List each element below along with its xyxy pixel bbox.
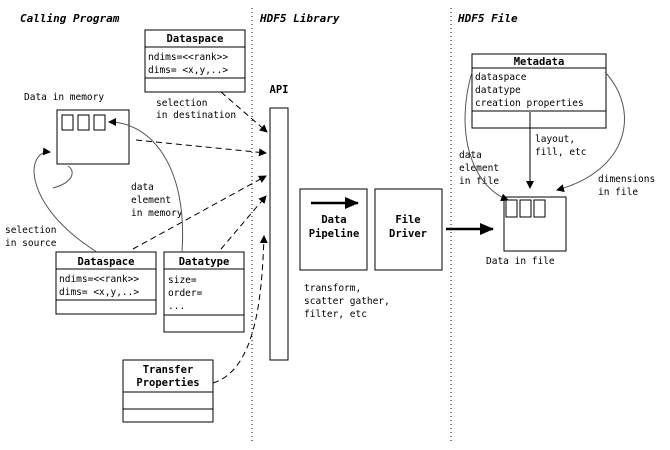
file-driver-label-2: Driver — [389, 228, 427, 240]
datatype-title: Datatype — [179, 256, 230, 268]
data-pipeline-box: Data Pipeline — [299, 188, 368, 271]
datatype-size: size= — [168, 275, 197, 286]
pipeline-note-2: scatter gather, — [304, 296, 390, 307]
data-pipeline-label-1: Data — [321, 214, 346, 226]
dimensions-in-file-label-2: in file — [598, 187, 638, 198]
metadata-box: Metadata dataspace datatype creation pro… — [471, 53, 607, 129]
src-dataspace-ndims: ndims=<<rank>> — [59, 274, 139, 285]
dimensions-in-file-label-1: dimensions — [598, 174, 655, 185]
file-element-2 — [519, 199, 532, 218]
layout-fill-label-2: fill, etc — [535, 147, 586, 158]
datatype-box: Datatype size= order= ... — [163, 251, 245, 333]
metadata-creation-properties: creation properties — [475, 98, 584, 109]
section-calling-program: Calling Program — [20, 12, 120, 25]
dest-dataspace-dims: dims= <x,y,..> — [148, 65, 228, 76]
memory-to-api-arrow — [135, 139, 267, 157]
dest-dataspace-title: Dataspace — [167, 33, 224, 45]
data-element-in-memory-label-3: in memory — [131, 208, 183, 219]
transfer-properties-title-2: Properties — [136, 377, 199, 389]
data-element-file-curve — [464, 71, 509, 202]
src-dataspace-title: Dataspace — [78, 256, 135, 268]
transfer-props-to-api-arrow — [212, 235, 268, 384]
metadata-title: Metadata — [514, 56, 565, 68]
data-element-in-memory-label-2: element — [131, 195, 171, 206]
dest-dataspace-to-api-arrow — [220, 91, 268, 133]
selection-in-source-label-2: in source — [5, 238, 57, 249]
data-pipeline-label-2: Pipeline — [309, 228, 360, 240]
dest-dataspace-box: Dataspace ndims=<<rank>> dims= <x,y,..> — [144, 29, 246, 93]
data-element-memory-curve — [108, 118, 184, 253]
datatype-ellipsis: ... — [168, 301, 185, 312]
datatype-to-api-arrow — [220, 195, 267, 250]
data-in-memory-label: Data in memory — [24, 92, 104, 103]
src-dataspace-dims: dims= <x,y,..> — [59, 287, 139, 298]
layout-fill-label-1: layout, — [535, 134, 575, 145]
data-element-in-file-label-2: element — [459, 163, 499, 174]
dimensions-file-curve — [556, 71, 625, 193]
src-dataspace-box: Dataspace ndims=<<rank>> dims= <x,y,..> — [55, 251, 157, 315]
file-driver-box: File Driver — [374, 188, 443, 271]
memory-element-3 — [93, 114, 106, 131]
file-element-3 — [533, 199, 546, 218]
memory-element-2 — [77, 114, 90, 131]
transfer-properties-title-1: Transfer — [143, 364, 194, 376]
source-selection-hook — [52, 165, 73, 189]
datatype-order: order= — [168, 288, 203, 299]
api-label: API — [270, 84, 289, 96]
memory-element-1 — [61, 114, 74, 131]
section-hdf5-library: HDF5 Library — [259, 12, 340, 25]
selection-in-source-label-1: selection — [5, 225, 56, 236]
data-in-file-label: Data in file — [486, 256, 555, 267]
src-dataspace-to-api-arrow — [132, 175, 267, 250]
transfer-properties-box: Transfer Properties — [122, 359, 214, 423]
section-hdf5-file: HDF5 File — [457, 12, 518, 25]
data-element-in-file-label-3: in file — [459, 176, 499, 187]
file-element-1 — [505, 199, 518, 218]
metadata-datatype: datatype — [475, 85, 521, 96]
selection-in-destination-label-2: in destination — [156, 110, 236, 121]
selection-in-destination-label-1: selection — [156, 98, 207, 109]
api-bar — [269, 107, 289, 361]
data-in-file-box — [503, 196, 567, 252]
file-driver-label-1: File — [395, 214, 420, 226]
dest-dataspace-ndims: ndims=<<rank>> — [148, 52, 228, 63]
data-in-memory-box — [56, 109, 130, 165]
metadata-dataspace: dataspace — [475, 72, 527, 83]
pipeline-note-1: transform, — [304, 283, 361, 294]
pipeline-note-3: filter, etc — [304, 309, 367, 320]
source-selection-curve — [33, 147, 98, 253]
data-element-in-memory-label-1: data — [131, 182, 154, 193]
